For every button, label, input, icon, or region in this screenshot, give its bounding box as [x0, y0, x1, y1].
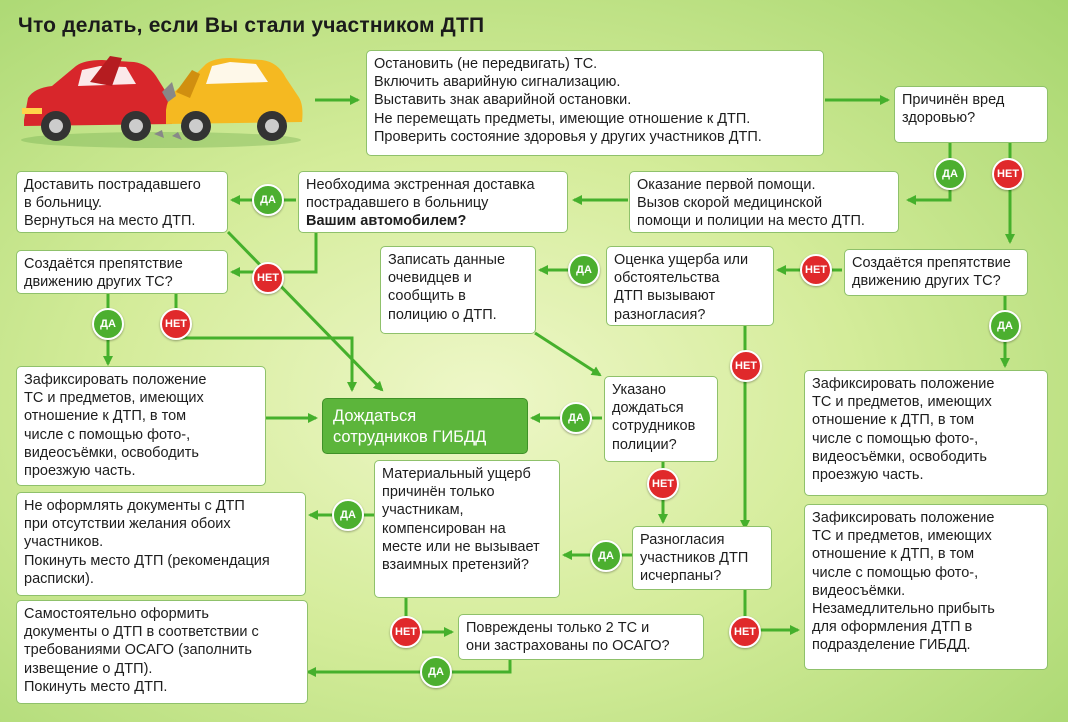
no-badge-health: НЕТ [992, 158, 1024, 190]
arrow-witness-to-indicated [534, 331, 602, 377]
yes-badge-material: ДА [332, 499, 364, 531]
red-car-icon [22, 56, 172, 141]
car-crash-illustration [21, 56, 303, 148]
no-badge-material: НЕТ [390, 616, 422, 648]
crash-debris-icon [154, 82, 182, 140]
first-aid-box: Оказание первой помощи.Вызов скорой меди… [629, 171, 899, 233]
yes-badge-delivery: ДА [252, 184, 284, 216]
first-steps-box: Остановить (не передвигать) ТС.Включить … [366, 50, 824, 156]
yes-badge-obstacle-right: ДА [989, 310, 1021, 342]
arrow-twocars-yes [306, 660, 512, 677]
yes-badge-health: ДА [934, 158, 966, 190]
yes-badge-two-cars: ДА [420, 656, 452, 688]
yes-badge-resolved: ДА [590, 540, 622, 572]
no-badge-indicated: НЕТ [647, 468, 679, 500]
yes-badge-indicated: ДА [560, 402, 592, 434]
yellow-car-icon [166, 58, 303, 141]
no-badge-resolved: НЕТ [729, 616, 761, 648]
no-badge-obstacle-right: НЕТ [800, 254, 832, 286]
no-badge-dispute: НЕТ [730, 350, 762, 382]
yes-badge-obstacle-left: ДА [92, 308, 124, 340]
yes-badge-dispute: ДА [568, 254, 600, 286]
no-badge-obstacle-left: НЕТ [160, 308, 192, 340]
no-badge-delivery: НЕТ [252, 262, 284, 294]
page-title: Что делать, если Вы стали участником ДТП [18, 14, 485, 37]
arrow-deliver-to-wait [226, 230, 384, 392]
